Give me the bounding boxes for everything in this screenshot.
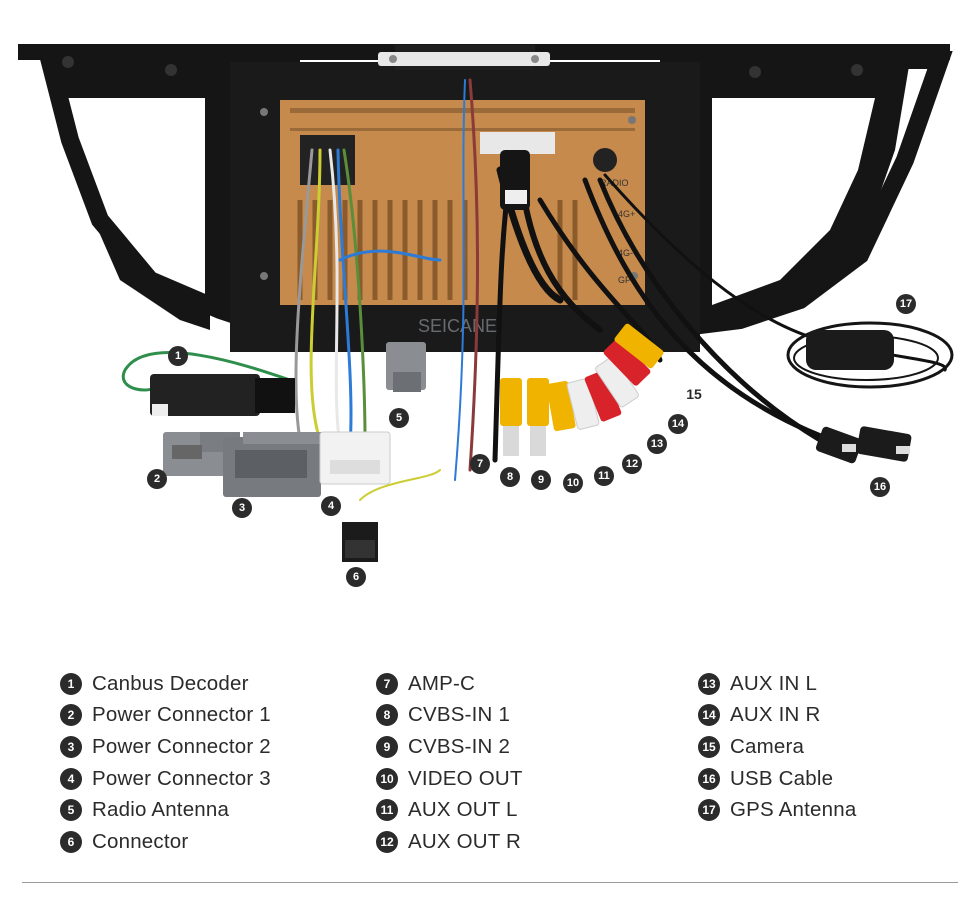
legend-item: 9 CVBS-IN 2	[376, 731, 523, 763]
legend-label: AUX IN L	[730, 671, 818, 695]
legend-item: 2 Power Connector 1	[60, 700, 271, 732]
legend-item: 5 Radio Antenna	[60, 794, 271, 826]
panel-label-4gplus: 4G+	[618, 209, 635, 219]
legend-item: 17 GPS Antenna	[698, 794, 856, 826]
legend-label: CVBS-IN 1	[408, 703, 511, 727]
product-photo: RADIO 4G+ 4G- GPS SEICANE	[18, 44, 954, 562]
legend-item: 14 AUX IN R	[698, 700, 856, 732]
gps-antenna	[786, 321, 954, 389]
legend-label: Connector	[92, 829, 189, 853]
callout-12: 12	[622, 454, 642, 474]
legend-number-badge: 6	[60, 830, 82, 853]
callout-1: 1	[168, 346, 188, 366]
legend-label: USB Cable	[730, 766, 834, 790]
legend-number-badge: 17	[698, 799, 720, 822]
radio-chassis: RADIO 4G+ 4G- GPS	[260, 100, 645, 305]
wiring-harness	[121, 78, 947, 501]
callout-5: 5	[389, 408, 409, 428]
radio-antenna-connector	[386, 342, 426, 392]
callout-16: 16	[870, 477, 890, 497]
legend-number-badge: 4	[60, 767, 82, 790]
legend-item: 16 USB Cable	[698, 763, 856, 795]
legend-label: AUX OUT L	[408, 798, 518, 822]
legend-number-badge: 5	[60, 799, 82, 822]
callout-15: 15	[686, 386, 702, 402]
legend-label: Radio Antenna	[92, 798, 230, 822]
legend-item: 12 AUX OUT R	[376, 826, 523, 858]
legend-number-badge: 16	[698, 767, 720, 790]
rca-plugs	[500, 323, 664, 456]
legend-number-badge: 1	[60, 672, 82, 695]
legend-label: AMP-C	[408, 671, 476, 695]
legend-number-badge: 12	[376, 830, 398, 853]
legend-column-3: 13 AUX IN L 14 AUX IN R 15 Camera 16 USB Cab…	[698, 668, 856, 826]
legend-label: AUX OUT R	[408, 829, 522, 853]
legend-item: 13 AUX IN L	[698, 668, 856, 700]
callout-4: 4	[321, 496, 341, 516]
legend-item: 10 VIDEO OUT	[376, 763, 523, 795]
legend-item: 11 AUX OUT L	[376, 794, 523, 826]
panel-label-radio: RADIO	[600, 178, 629, 188]
legend-label: Power Connector 3	[92, 766, 271, 790]
connector-6	[342, 522, 378, 562]
legend-number-badge: 13	[698, 672, 720, 695]
legend-label: Power Connector 1	[92, 703, 271, 727]
panel-label-gps: GPS	[618, 275, 637, 285]
canbus-decoder	[150, 374, 295, 416]
callout-3: 3	[232, 498, 252, 518]
legend-number-badge: 10	[376, 767, 398, 790]
legend-label: GPS Antenna	[730, 798, 857, 822]
legend-item: 1 Canbus Decoder	[60, 668, 271, 700]
callout-10: 10	[563, 473, 583, 493]
legend-number-badge: 14	[698, 704, 720, 727]
usb-cables	[815, 426, 912, 464]
callout-8: 8	[500, 467, 520, 487]
legend-number-badge: 3	[60, 735, 82, 758]
legend-number-badge: 2	[60, 704, 82, 727]
legend-number-badge: 11	[376, 799, 398, 822]
callout-6: 6	[346, 567, 366, 587]
callout-9: 9	[531, 470, 551, 490]
bottom-divider	[22, 882, 958, 883]
callout-2: 2	[147, 469, 167, 489]
legend-column-2: 7 AMP-C 8 CVBS-IN 1 9 CVBS-IN 2 10 VIDEO OUT…	[376, 668, 523, 858]
legend-number-badge: 9	[376, 735, 398, 758]
legend-item: 7 AMP-C	[376, 668, 523, 700]
panel-label-4gminus: 4G-	[618, 248, 633, 258]
legend-label: VIDEO OUT	[408, 766, 523, 790]
legend-label: CVBS-IN 2	[408, 734, 511, 758]
legend-number-badge: 8	[376, 704, 398, 727]
legend-label: Power Connector 2	[92, 734, 271, 758]
power-connector-3	[319, 431, 391, 485]
legend-item: 15 Camera	[698, 731, 856, 763]
legend-number-badge: 15	[698, 735, 720, 758]
callout-17: 17	[896, 294, 916, 314]
legend-label: Canbus Decoder	[92, 671, 249, 695]
legend-label: Camera	[730, 734, 805, 758]
callout-11: 11	[594, 466, 614, 486]
legend-item: 6 Connector	[60, 826, 271, 858]
legend-label: AUX IN R	[730, 703, 821, 727]
callout-7: 7	[470, 454, 490, 474]
power-connector-1	[163, 432, 240, 476]
callout-13: 13	[647, 434, 667, 454]
power-connector-2	[223, 432, 323, 497]
legend-item: 8 CVBS-IN 1	[376, 700, 523, 732]
legend-number-badge: 7	[376, 672, 398, 695]
legend-item: 3 Power Connector 2	[60, 731, 271, 763]
callout-14: 14	[668, 414, 688, 434]
watermark: SEICANE	[418, 316, 497, 336]
legend-item: 4 Power Connector 3	[60, 763, 271, 795]
